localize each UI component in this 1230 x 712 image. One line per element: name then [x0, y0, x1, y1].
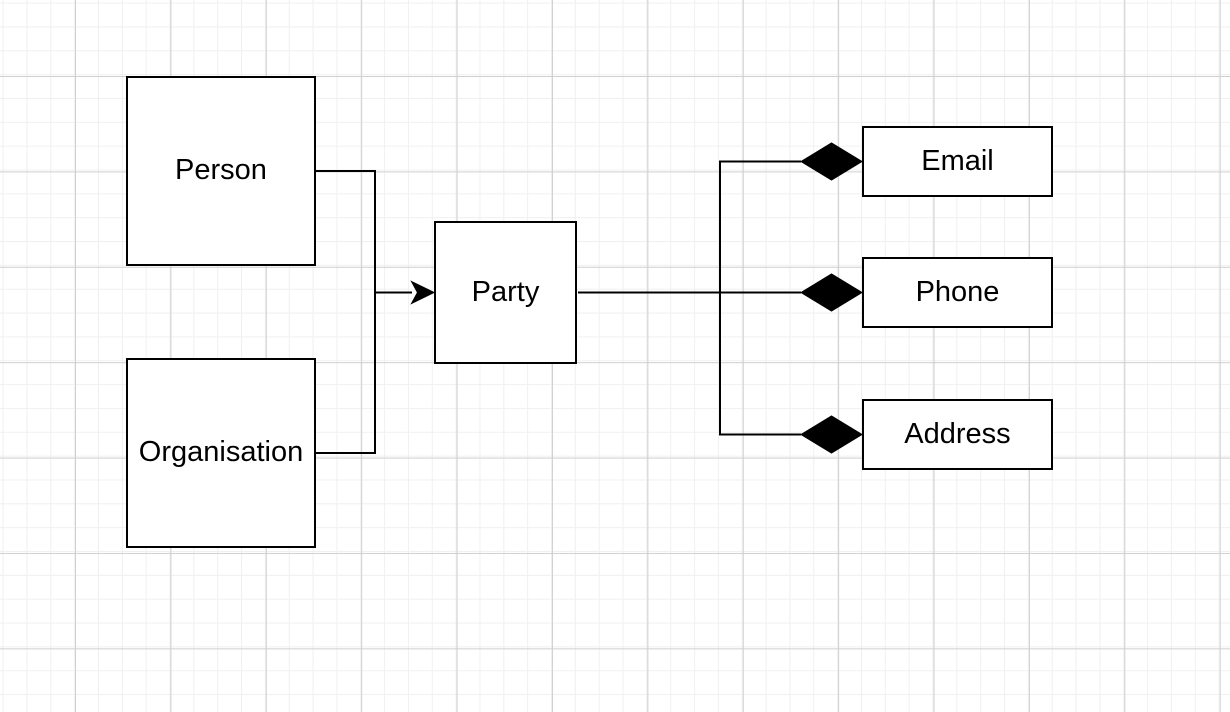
- edge-person-party[interactable]: [316, 170, 412, 294]
- diamond-icon: [800, 415, 863, 454]
- node-organisation-label: Organisation: [138, 436, 304, 469]
- edge-party-phone[interactable]: [578, 273, 863, 312]
- diamond-icon: [800, 142, 863, 181]
- node-address-label: Address: [904, 417, 1011, 450]
- arrowhead-icon: [410, 280, 436, 305]
- node-phone-label: Phone: [915, 275, 1000, 308]
- edge-organisation-party[interactable]: [316, 280, 436, 454]
- edge-party-email[interactable]: [719, 142, 863, 293]
- node-email-label: Email: [921, 144, 994, 177]
- node-organisation[interactable]: Organisation: [126, 358, 316, 548]
- node-party-label: Party: [471, 275, 540, 308]
- diamond-icon: [800, 273, 863, 312]
- edge-party-address[interactable]: [719, 292, 863, 454]
- node-email[interactable]: Email: [862, 126, 1053, 197]
- node-phone[interactable]: Phone: [862, 257, 1053, 328]
- node-person-label: Person: [175, 154, 267, 187]
- node-party[interactable]: Party: [434, 221, 577, 364]
- node-person[interactable]: Person: [126, 76, 316, 266]
- node-address[interactable]: Address: [862, 399, 1053, 470]
